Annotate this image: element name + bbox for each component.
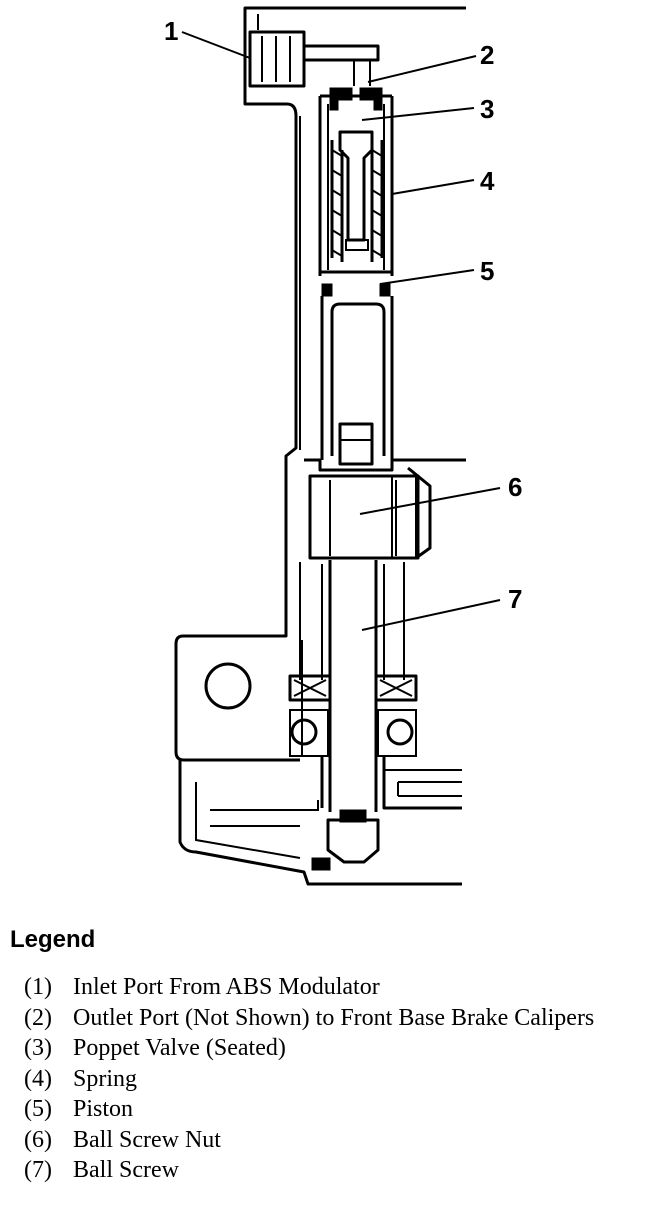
leader-lines xyxy=(181,31,501,631)
callout-6: 6 xyxy=(508,472,522,502)
legend-item-number: (1) xyxy=(24,974,52,1000)
inlet-port xyxy=(248,30,380,88)
legend-item: (1) Inlet Port From ABS Modulator xyxy=(24,972,624,1003)
poppet-valve xyxy=(338,130,374,242)
legend-item: (2) Outlet Port (Not Shown) to Front Bas… xyxy=(24,1003,624,1034)
housing-inner-wall xyxy=(257,14,303,756)
mounting-hole xyxy=(204,662,252,710)
legend-item: (5) Piston xyxy=(24,1094,624,1125)
callout-7: 7 xyxy=(508,584,522,614)
legend-item: (6) Ball Screw Nut xyxy=(24,1125,624,1156)
legend-item-text: Inlet Port From ABS Modulator xyxy=(73,974,380,1000)
housing-outline xyxy=(174,6,466,762)
legend-item: (7) Ball Screw xyxy=(24,1155,624,1186)
legend-item-number: (7) xyxy=(24,1157,52,1183)
callout-2: 2 xyxy=(480,40,494,70)
legend-item-text: Poppet Valve (Seated) xyxy=(73,1035,286,1061)
brake-modulator-cross-section-diagram: 1 2 3 4 5 6 7 xyxy=(164,6,522,886)
legend-item-number: (3) xyxy=(24,1035,52,1061)
legend-list: (1) Inlet Port From ABS Modulator (2) Ou… xyxy=(24,972,624,1186)
legend-title: Legend xyxy=(10,926,96,953)
housing-lower-flange xyxy=(178,760,462,886)
left-bearing xyxy=(288,674,332,757)
ball-screw-nut xyxy=(304,458,466,560)
base-stud xyxy=(311,857,331,871)
legend-item-text: Ball Screw xyxy=(73,1157,179,1183)
legend-item-number: (5) xyxy=(24,1096,52,1122)
legend-item-text: Ball Screw Nut xyxy=(73,1126,221,1153)
legend-item-number: (6) xyxy=(24,1126,52,1153)
callout-4: 4 xyxy=(480,166,495,196)
legend-item-text: Spring xyxy=(73,1065,138,1092)
valve-cylinder xyxy=(318,87,394,276)
right-bearing xyxy=(374,674,418,757)
legend-item-text: Outlet Port (Not Shown) to Front Base Br… xyxy=(73,1004,595,1031)
legend-item: (3) Poppet Valve (Seated) xyxy=(24,1033,624,1064)
spring xyxy=(330,140,384,262)
piston xyxy=(320,270,394,466)
legend-item-number: (2) xyxy=(24,1004,52,1031)
legend-item: (4) Spring xyxy=(24,1064,624,1095)
callout-3: 3 xyxy=(480,94,494,124)
legend-item-number: (4) xyxy=(24,1065,52,1092)
legend-item-text: Piston xyxy=(73,1096,134,1122)
callout-5: 5 xyxy=(480,256,494,286)
callout-1: 1 xyxy=(164,16,178,46)
gear-housing xyxy=(320,756,462,810)
housing-bottom-lip xyxy=(195,782,319,859)
